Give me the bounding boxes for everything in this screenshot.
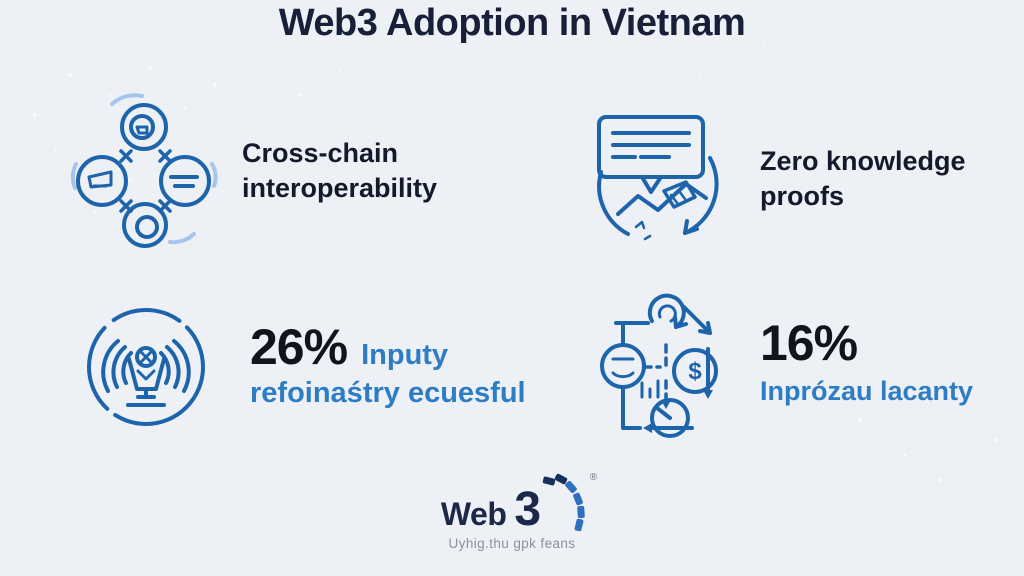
stat-block-26: 26% Inputy refoinaśtry ecuesful <box>80 296 526 436</box>
logo-tagline: Uyhig.thu gpk feans <box>448 536 576 551</box>
broadcast-beacon-icon <box>80 296 212 436</box>
stat-text-16: 16% Inprózau lacanty <box>760 317 973 409</box>
feature-label-line2: interoperability <box>242 173 438 203</box>
stat-caption-inline: Inputy <box>361 338 449 371</box>
registered-trademark: ® <box>589 472 598 483</box>
stat-text-26: 26% Inputy refoinaśtry ecuesful <box>250 321 526 412</box>
brand-footer: Web 3 ® Uyhig.thu gpk feans <box>0 472 1024 551</box>
stat-caption: Inprózau lacanty <box>760 376 974 407</box>
workflow-cycle-icon: $ <box>596 286 728 440</box>
cross-chain-nodes-icon <box>70 92 220 250</box>
logo-text-three: 3 <box>514 483 542 536</box>
feature-label-cross-chain: Cross-chain interoperability <box>242 136 437 206</box>
feature-label-line1: Cross-chain <box>242 137 399 168</box>
page-title: Web3 Adoption in Vietnam <box>278 2 746 44</box>
stat-block-16: $ 16% Inprózau lacanty <box>596 286 973 440</box>
speech-bubble-cycle-icon <box>592 110 734 248</box>
logo-text-web: Web <box>440 496 507 532</box>
dollar-glyph: $ <box>688 358 702 385</box>
feature-zero-knowledge: Zero knowledge proofs <box>592 110 966 248</box>
feature-label-line2: proofs <box>760 181 844 211</box>
feature-cross-chain: Cross-chain interoperability <box>70 92 437 250</box>
stat-percent: 26% <box>250 318 348 375</box>
stat-percent: 16% <box>760 314 858 371</box>
feature-label-line1: Zero knowledge <box>760 145 966 176</box>
web3-logo: Web 3 ® <box>440 472 597 536</box>
feature-label-zero-knowledge: Zero knowledge proofs <box>760 144 966 214</box>
logo-fan-icon <box>542 473 585 532</box>
stat-caption: refoinaśtry ecuesful <box>250 377 526 410</box>
